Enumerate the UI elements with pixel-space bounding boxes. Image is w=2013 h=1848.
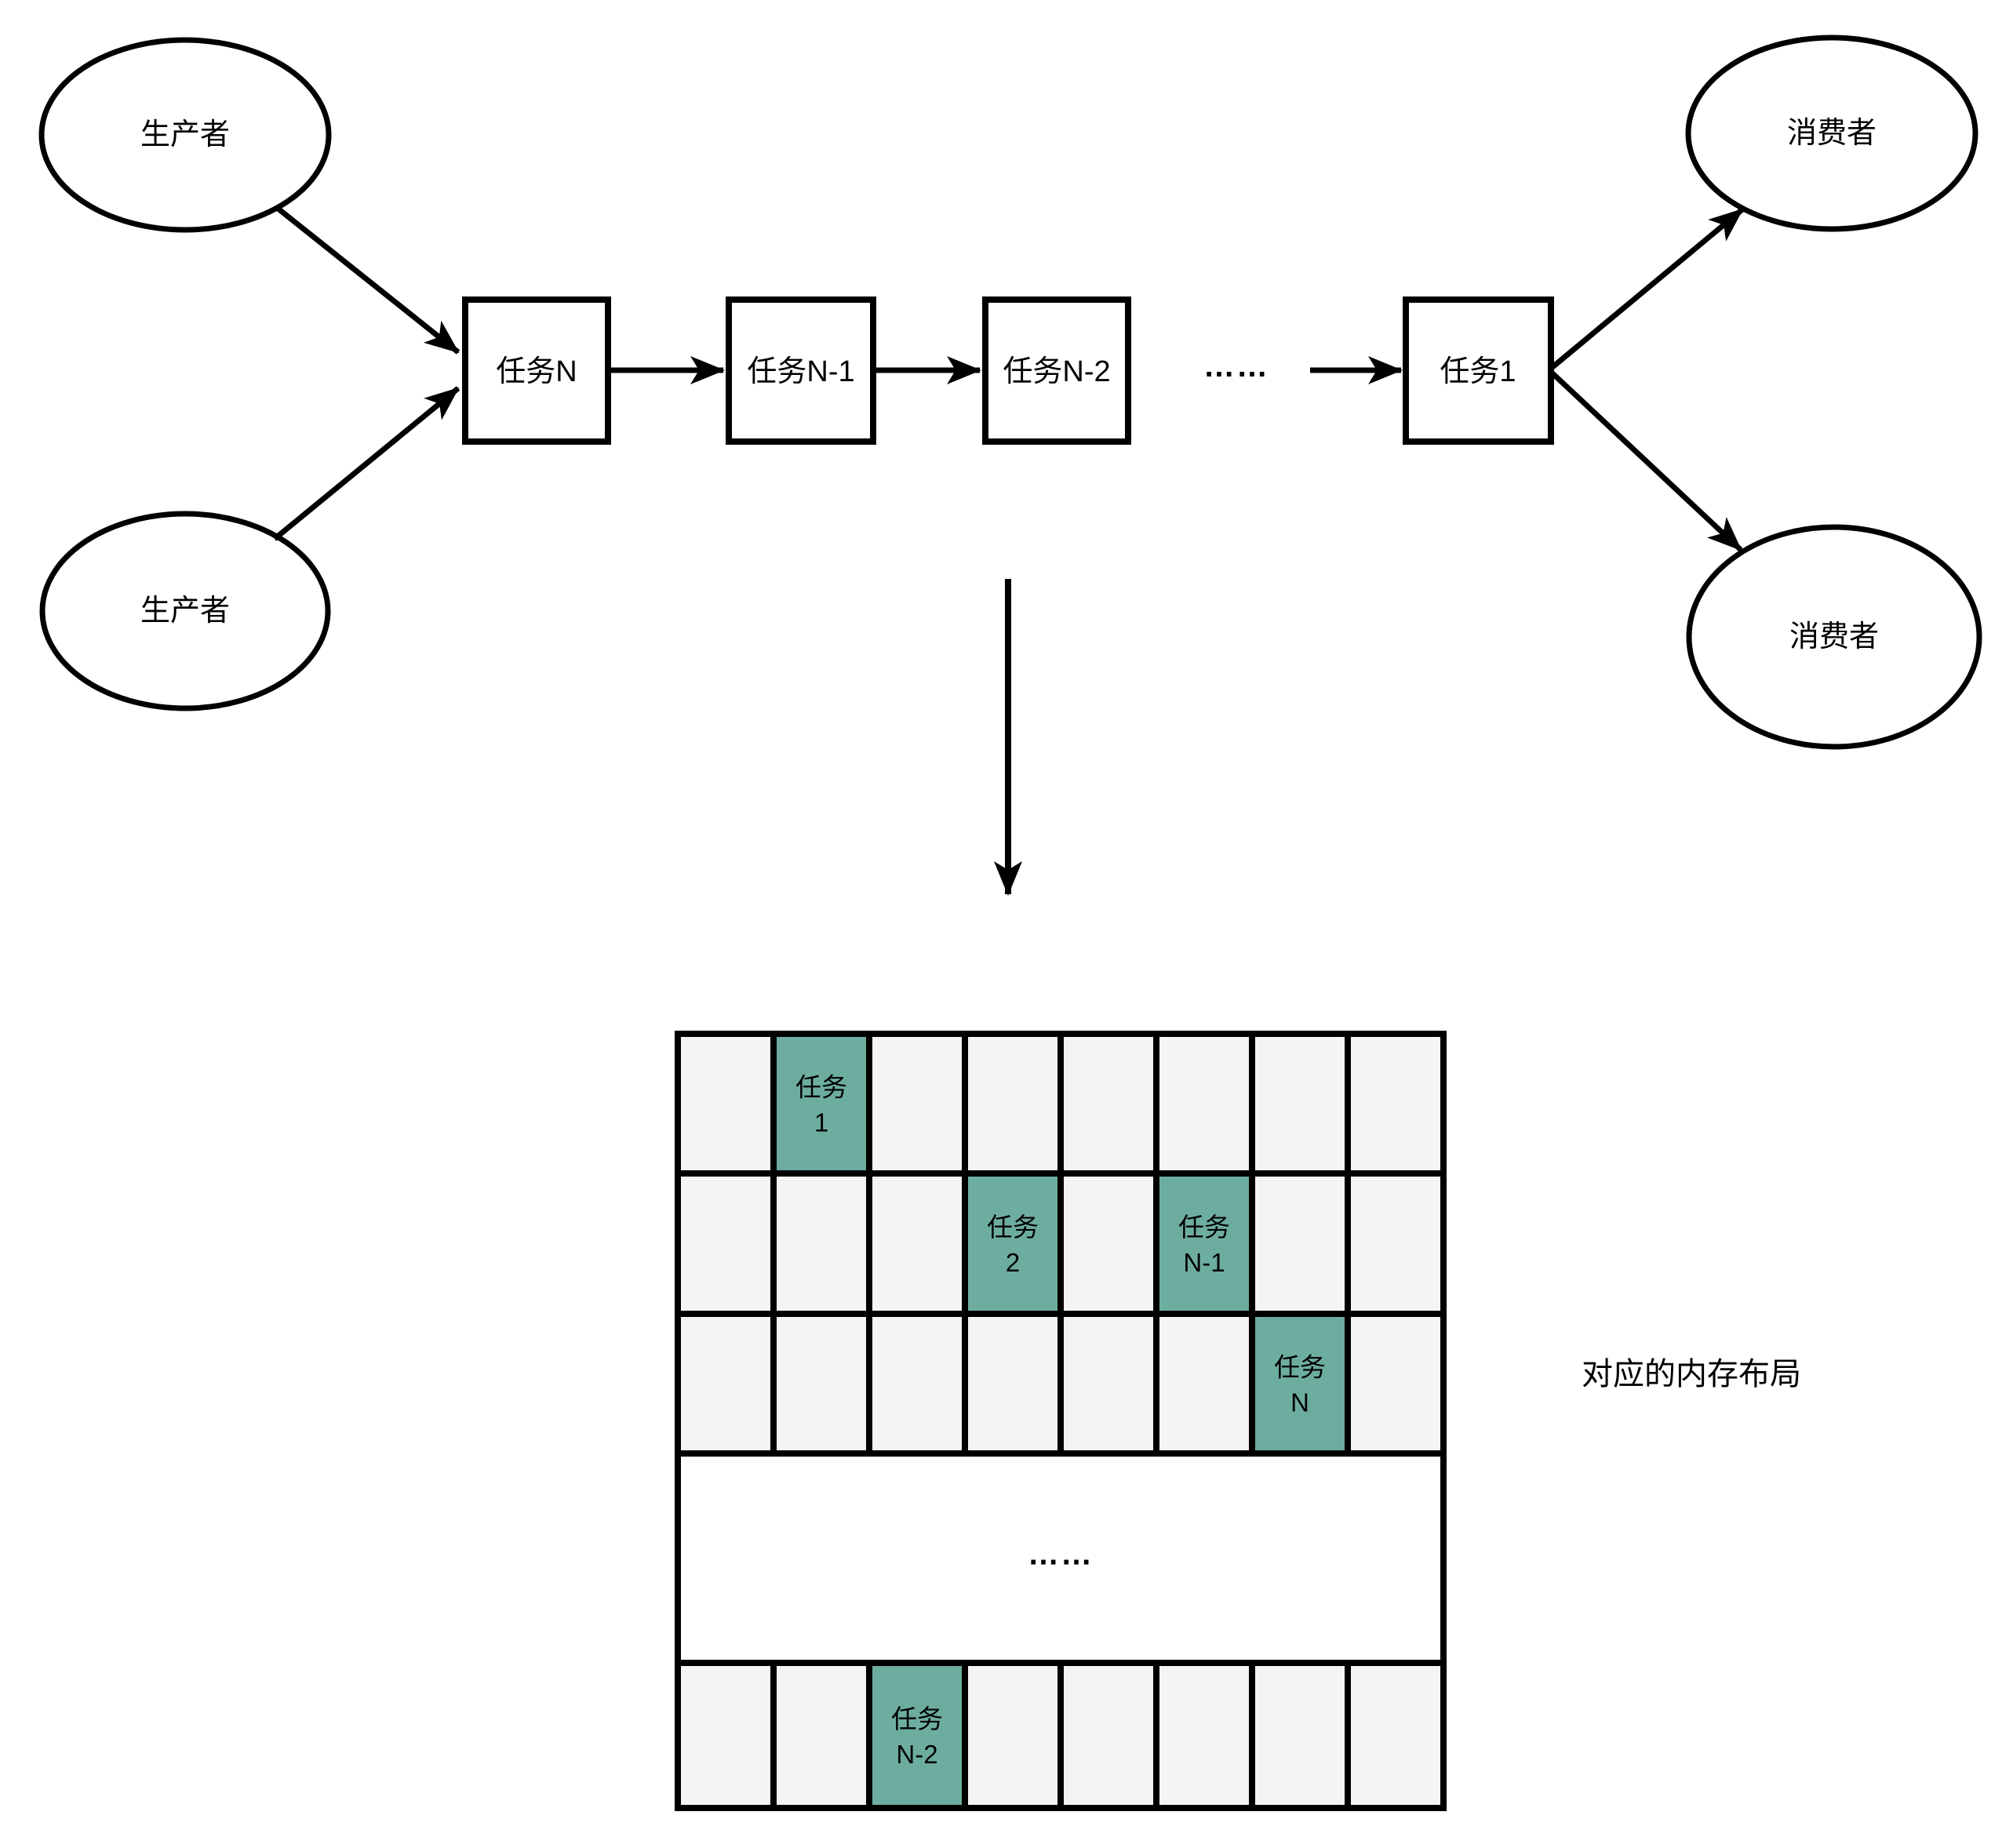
producer-2-label: 生产者 bbox=[140, 595, 230, 628]
memory-cell-task bbox=[866, 1660, 968, 1811]
memory-cell bbox=[1153, 1311, 1255, 1457]
task-n-2-box bbox=[982, 296, 1131, 445]
memory-cell bbox=[1249, 1031, 1351, 1177]
memory-cell bbox=[675, 1311, 777, 1457]
consumer-2-label: 消费者 bbox=[1789, 620, 1879, 653]
arrow-task-1-to-consumer-2 bbox=[1550, 371, 1743, 552]
memory-cell bbox=[1345, 1170, 1447, 1317]
arrow-task-1-to-consumer-1 bbox=[1550, 207, 1745, 369]
task-1-label: 任务1 bbox=[1440, 355, 1516, 388]
memory-cell bbox=[962, 1660, 1064, 1811]
memory-cell-task-label: 任务 bbox=[891, 1704, 943, 1733]
memory-cell bbox=[770, 1660, 872, 1811]
memory-layout-label: 对应的内存布局 bbox=[1582, 1357, 1801, 1391]
task-n-1-box bbox=[726, 296, 876, 445]
consumer-1-node bbox=[1685, 35, 1978, 232]
task-n-1-label: 任务N-1 bbox=[747, 355, 854, 388]
memory-cell bbox=[1249, 1660, 1351, 1811]
memory-cell-task-label: 任务 bbox=[987, 1213, 1039, 1242]
producer-1-node bbox=[38, 37, 332, 233]
memory-cell-task-label: N bbox=[1290, 1388, 1309, 1417]
task-chain-ellipsis: …… bbox=[1203, 349, 1269, 384]
memory-cell bbox=[866, 1031, 968, 1177]
memory-cell bbox=[962, 1311, 1064, 1457]
memory-cell bbox=[675, 1170, 777, 1317]
task-n-box bbox=[462, 296, 611, 445]
memory-cell bbox=[1345, 1031, 1447, 1177]
memory-cell bbox=[1345, 1660, 1447, 1811]
memory-cell bbox=[770, 1170, 872, 1317]
task-n-label: 任务N bbox=[496, 355, 577, 388]
memory-cell bbox=[770, 1311, 872, 1457]
consumer-1-label: 消费者 bbox=[1787, 117, 1876, 150]
consumer-2-node bbox=[1686, 524, 1982, 750]
memory-grid: 任务 1 任务 2 任务 N-1 任务 N …… 任务 N-2 bbox=[675, 1031, 1447, 1811]
memory-cell-task-label: 2 bbox=[1006, 1248, 1020, 1277]
producer-1-label: 生产者 bbox=[140, 118, 230, 151]
memory-cell-task bbox=[770, 1031, 872, 1177]
memory-cell-task-label: 1 bbox=[814, 1108, 828, 1137]
memory-cell-task-label: N-2 bbox=[896, 1740, 937, 1769]
memory-cell-task bbox=[962, 1170, 1064, 1317]
task-1-box bbox=[1403, 296, 1554, 445]
memory-cell bbox=[866, 1311, 968, 1457]
memory-cell bbox=[866, 1170, 968, 1317]
memory-cell bbox=[1057, 1311, 1159, 1457]
producer-2-node bbox=[39, 511, 331, 711]
memory-cell bbox=[675, 1660, 777, 1811]
memory-cell-task bbox=[1153, 1170, 1255, 1317]
memory-cell bbox=[1153, 1660, 1255, 1811]
memory-cell-task bbox=[1249, 1311, 1351, 1457]
memory-cell bbox=[1057, 1170, 1159, 1317]
memory-cell bbox=[1153, 1031, 1255, 1177]
memory-cell-task-label: N-1 bbox=[1183, 1248, 1225, 1277]
memory-cell bbox=[962, 1031, 1064, 1177]
memory-cell-task-label: 任务 bbox=[1274, 1353, 1326, 1382]
memory-cell-task-label: 任务 bbox=[1178, 1213, 1230, 1242]
memory-cell bbox=[675, 1031, 777, 1177]
arrow-producer-2-to-task-n bbox=[272, 386, 460, 541]
memory-ellipsis-row bbox=[675, 1450, 1447, 1666]
memory-cell-task-label: 任务 bbox=[795, 1073, 847, 1102]
memory-cell bbox=[1057, 1031, 1159, 1177]
memory-cell bbox=[1057, 1660, 1159, 1811]
task-n-2-label: 任务N-2 bbox=[1003, 355, 1110, 388]
arrow-producer-1-to-task-n bbox=[274, 205, 460, 355]
memory-ellipsis-text: …… bbox=[1028, 1537, 1094, 1572]
memory-cell bbox=[1345, 1311, 1447, 1457]
memory-cell bbox=[1249, 1170, 1351, 1317]
